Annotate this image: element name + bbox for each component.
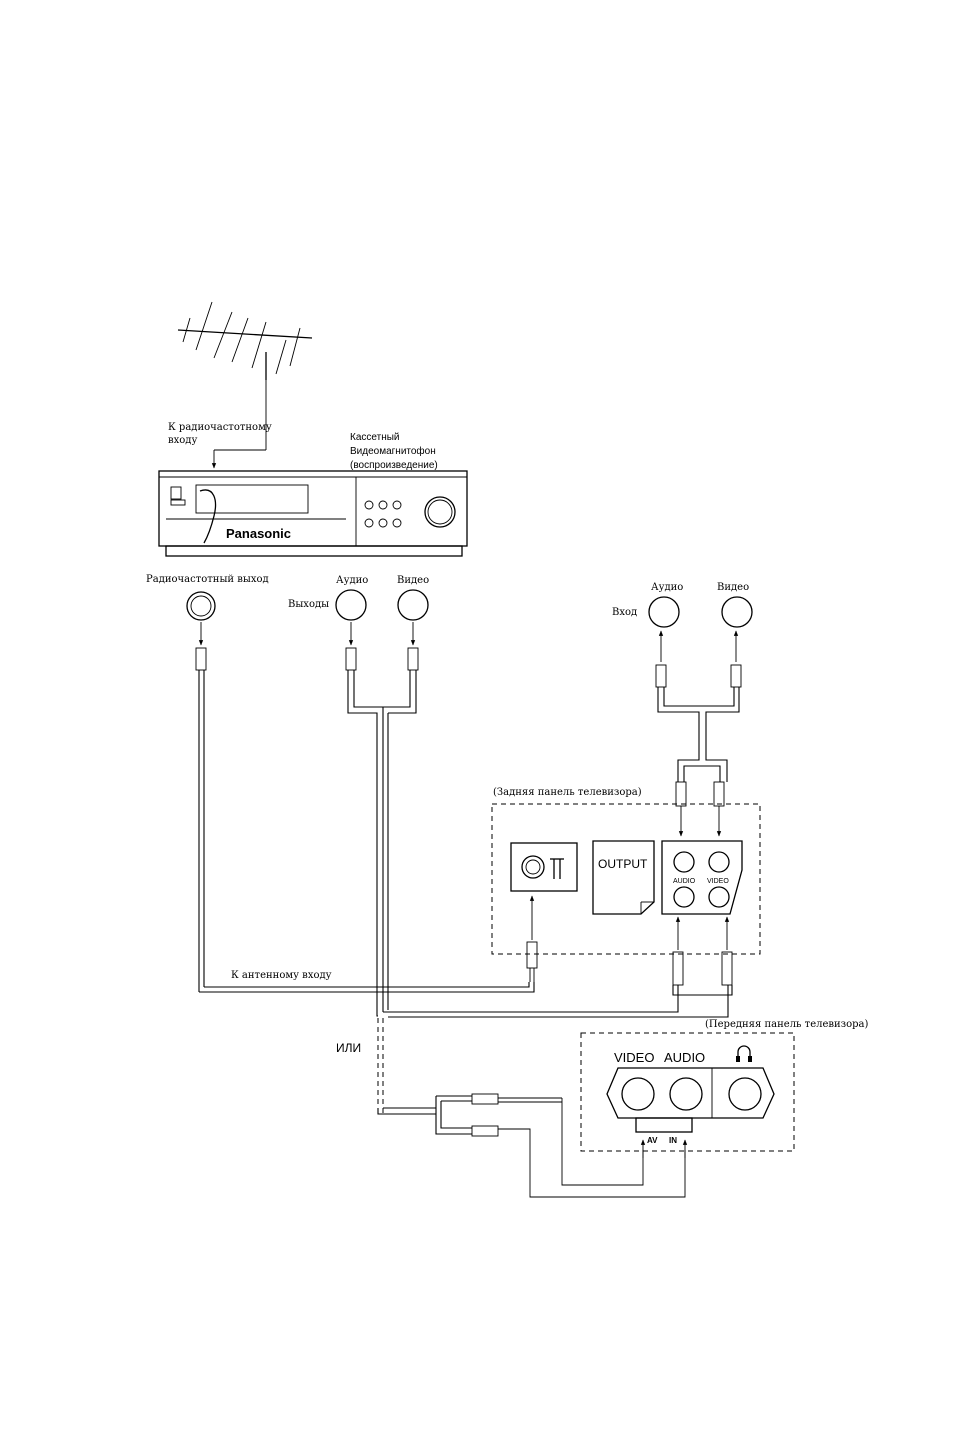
vcr-video-label: Видео bbox=[397, 575, 429, 586]
rf-plug bbox=[196, 648, 206, 670]
output-label: OUTPUT bbox=[598, 857, 648, 871]
rear-audio-plug-bottom bbox=[673, 952, 683, 985]
front-audio-label: AUDIO bbox=[664, 1050, 705, 1065]
outputs-label: Выходы bbox=[288, 599, 329, 610]
front-video-plug bbox=[472, 1094, 498, 1104]
tv-video-plug-top bbox=[731, 665, 741, 687]
front-audio-jack bbox=[670, 1078, 702, 1110]
antenna-plug bbox=[527, 942, 537, 968]
front-video-label: VIDEO bbox=[614, 1050, 654, 1065]
antenna-input-label: К антенному входу bbox=[231, 970, 332, 981]
input-label: Вход bbox=[612, 607, 637, 618]
rear-video-label: VIDEO bbox=[707, 878, 729, 885]
vcr-unit bbox=[159, 471, 467, 556]
or-label: ИЛИ bbox=[336, 1041, 361, 1055]
output-socket bbox=[593, 841, 654, 914]
vcr-title-3: (воспроизведение) bbox=[350, 460, 438, 471]
front-panel-label: (Передняя панель телевизора) bbox=[705, 1019, 869, 1030]
vcr-audio-plug bbox=[346, 648, 356, 670]
vcr-title-1: Кассетный bbox=[350, 432, 400, 443]
vcr-title-2: Видеомагнитофон bbox=[350, 445, 436, 457]
rf-input-label-1: К радиочастотному bbox=[168, 422, 272, 433]
vcr-audio-out-jack bbox=[336, 590, 366, 620]
rear-panel-label: (Задняя панель телевизора) bbox=[493, 787, 642, 798]
in-label: IN bbox=[669, 1136, 677, 1145]
rf-input-label-2: входу bbox=[168, 435, 197, 446]
headphones-icon bbox=[736, 1046, 752, 1062]
rear-audio-plug-top bbox=[676, 782, 686, 806]
front-audio-plug bbox=[472, 1126, 498, 1136]
av-label: AV bbox=[647, 1136, 658, 1145]
headphones-jack bbox=[729, 1078, 761, 1110]
vcr-brand-label: Panasonic bbox=[226, 526, 291, 541]
front-av-socket-block bbox=[607, 1068, 774, 1132]
rear-audio-label: AUDIO bbox=[673, 878, 696, 885]
tv-video-in-jack bbox=[722, 597, 752, 627]
tv-video-label: Видео bbox=[717, 582, 749, 593]
tv-audio-plug-top bbox=[656, 665, 666, 687]
vcr-video-out-jack bbox=[398, 590, 428, 620]
tv-audio-in-jack bbox=[649, 597, 679, 627]
vcr-audio-label: Аудио bbox=[336, 575, 368, 586]
front-video-jack bbox=[622, 1078, 654, 1110]
tv-audio-label: Аудио bbox=[651, 582, 683, 593]
vcr-video-plug bbox=[408, 648, 418, 670]
rear-video-plug-bottom bbox=[722, 952, 732, 985]
rear-video-plug-top bbox=[714, 782, 724, 806]
antenna-icon bbox=[178, 302, 312, 468]
rf-output-label: Радиочастотный выход bbox=[146, 574, 269, 585]
antenna-input-socket bbox=[511, 843, 577, 891]
